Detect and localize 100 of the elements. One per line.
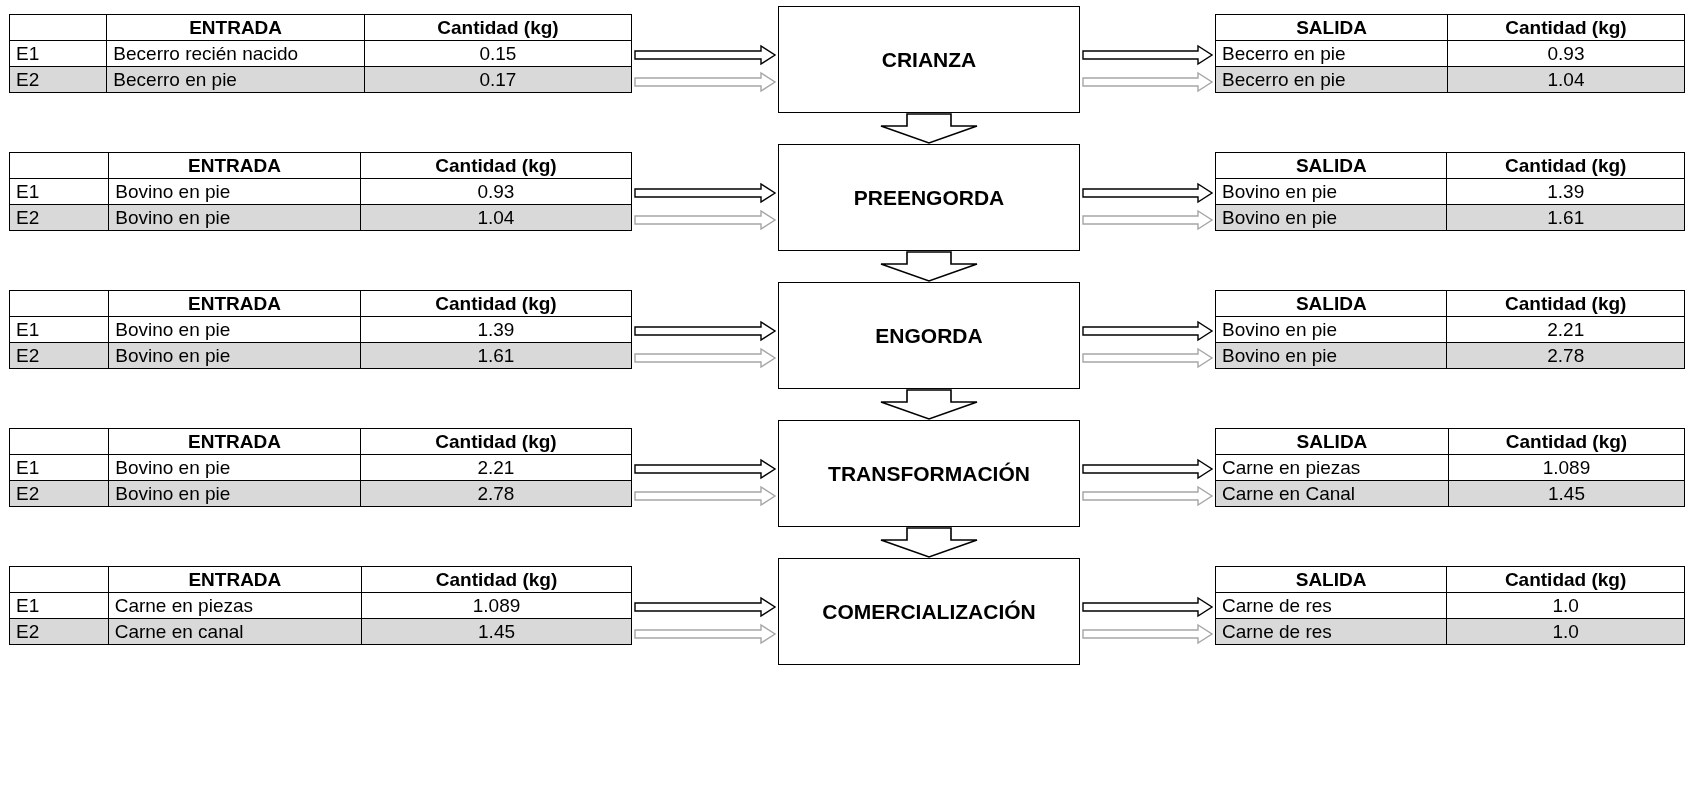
column-header: SALIDA (1215, 14, 1448, 41)
table-cell: 1.45 (1448, 480, 1685, 507)
arrow (634, 44, 777, 66)
column-header: Cantidad (kg) (1447, 290, 1685, 317)
data-table (1215, 14, 1685, 93)
data-table (1215, 566, 1685, 645)
table-cell: Bovino en pie (108, 454, 361, 481)
row-label: E2 (9, 204, 109, 231)
column-header: Cantidad (kg) (360, 290, 632, 317)
row-label: E1 (9, 316, 109, 343)
table-cell: Carne de res (1215, 618, 1447, 645)
table-cell: 1.0 (1446, 618, 1685, 645)
table-cell: 1.0 (1446, 592, 1685, 619)
data-table (1215, 152, 1685, 231)
arrow (1082, 320, 1214, 342)
table-cell: 2.78 (1447, 342, 1685, 369)
table-cell: Bovino en pie (108, 178, 361, 205)
column-header: Cantidad (kg) (1446, 566, 1685, 593)
column-header: SALIDA (1215, 152, 1447, 179)
block-arrow (880, 113, 978, 144)
column-header: ENTRADA (108, 428, 361, 455)
column-header: SALIDA (1215, 566, 1447, 593)
arrow (634, 347, 777, 369)
table-cell: 1.45 (361, 618, 632, 645)
column-header: ENTRADA (108, 152, 361, 179)
data-table (1215, 428, 1685, 507)
process-box: PREENGORDA (778, 144, 1080, 251)
arrow (1082, 596, 1214, 618)
table-cell: Bovino en pie (108, 480, 361, 507)
row-label: E2 (9, 618, 109, 645)
arrow (634, 182, 777, 204)
table-cell: 0.15 (364, 40, 632, 67)
table-cell: Carne en piezas (108, 592, 362, 619)
row-label: E1 (9, 178, 109, 205)
process-box: COMERCIALIZACIÓN (778, 558, 1080, 665)
process-box: ENGORDA (778, 282, 1080, 389)
arrow (634, 209, 777, 231)
table-cell: 1.04 (1447, 66, 1685, 93)
column-header: Cantidad (kg) (364, 14, 632, 41)
row-label: E1 (9, 592, 109, 619)
process-box: TRANSFORMACIÓN (778, 420, 1080, 527)
row-label: E1 (9, 454, 109, 481)
table-cell: Carne en piezas (1215, 454, 1449, 481)
table-cell: 2.21 (360, 454, 632, 481)
data-table (9, 566, 632, 645)
column-header: SALIDA (1215, 290, 1447, 317)
column-header: Cantidad (kg) (1448, 428, 1685, 455)
table-cell: Bovino en pie (1215, 178, 1447, 205)
data-table (9, 14, 632, 93)
data-table (9, 428, 632, 507)
table-cell: 2.21 (1447, 316, 1685, 343)
column-header: Cantidad (kg) (1447, 14, 1685, 41)
arrow (634, 458, 777, 480)
column-header: Cantidad (kg) (361, 566, 632, 593)
table-cell: Becerro en pie (1215, 40, 1448, 67)
table-cell: 1.61 (360, 342, 632, 369)
table-cell: 0.17 (364, 66, 632, 93)
table-cell: 1.39 (1447, 178, 1685, 205)
table-cell: 1.089 (361, 592, 632, 619)
table-cell: 1.089 (1448, 454, 1685, 481)
table-cell: 0.93 (360, 178, 632, 205)
column-header: Cantidad (kg) (360, 428, 632, 455)
table-cell: Bovino en pie (1215, 342, 1447, 369)
block-arrow (880, 527, 978, 558)
block-arrow (880, 389, 978, 420)
arrow (1082, 485, 1214, 507)
column-header: Cantidad (kg) (360, 152, 632, 179)
arrow (1082, 623, 1214, 645)
arrow (634, 71, 777, 93)
process-box: CRIANZA (778, 6, 1080, 113)
arrow (1082, 209, 1214, 231)
table-cell: Carne de res (1215, 592, 1447, 619)
table-cell: Bovino en pie (1215, 204, 1447, 231)
block-arrow (880, 251, 978, 282)
column-header: ENTRADA (108, 566, 362, 593)
column-header: ENTRADA (106, 14, 365, 41)
data-table (9, 152, 632, 231)
data-table (1215, 290, 1685, 369)
row-label: E2 (9, 480, 109, 507)
arrow (1082, 347, 1214, 369)
table-cell: Becerro recién nacido (106, 40, 365, 67)
table-cell: Bovino en pie (108, 342, 361, 369)
table-cell: 1.04 (360, 204, 632, 231)
table-cell: Carne en Canal (1215, 480, 1449, 507)
table-cell: Becerro en pie (1215, 66, 1448, 93)
table-cell: 2.78 (360, 480, 632, 507)
table-cell: 1.39 (360, 316, 632, 343)
column-header: ENTRADA (108, 290, 361, 317)
arrow (1082, 71, 1214, 93)
arrow (1082, 44, 1214, 66)
arrow (1082, 458, 1214, 480)
data-table (9, 290, 632, 369)
table-cell: 1.61 (1447, 204, 1685, 231)
table-cell: Bovino en pie (108, 316, 361, 343)
row-label: E2 (9, 342, 109, 369)
arrow (634, 485, 777, 507)
row-label: E2 (9, 66, 107, 93)
table-cell: Bovino en pie (108, 204, 361, 231)
table-cell: Becerro en pie (106, 66, 365, 93)
row-label: E1 (9, 40, 107, 67)
